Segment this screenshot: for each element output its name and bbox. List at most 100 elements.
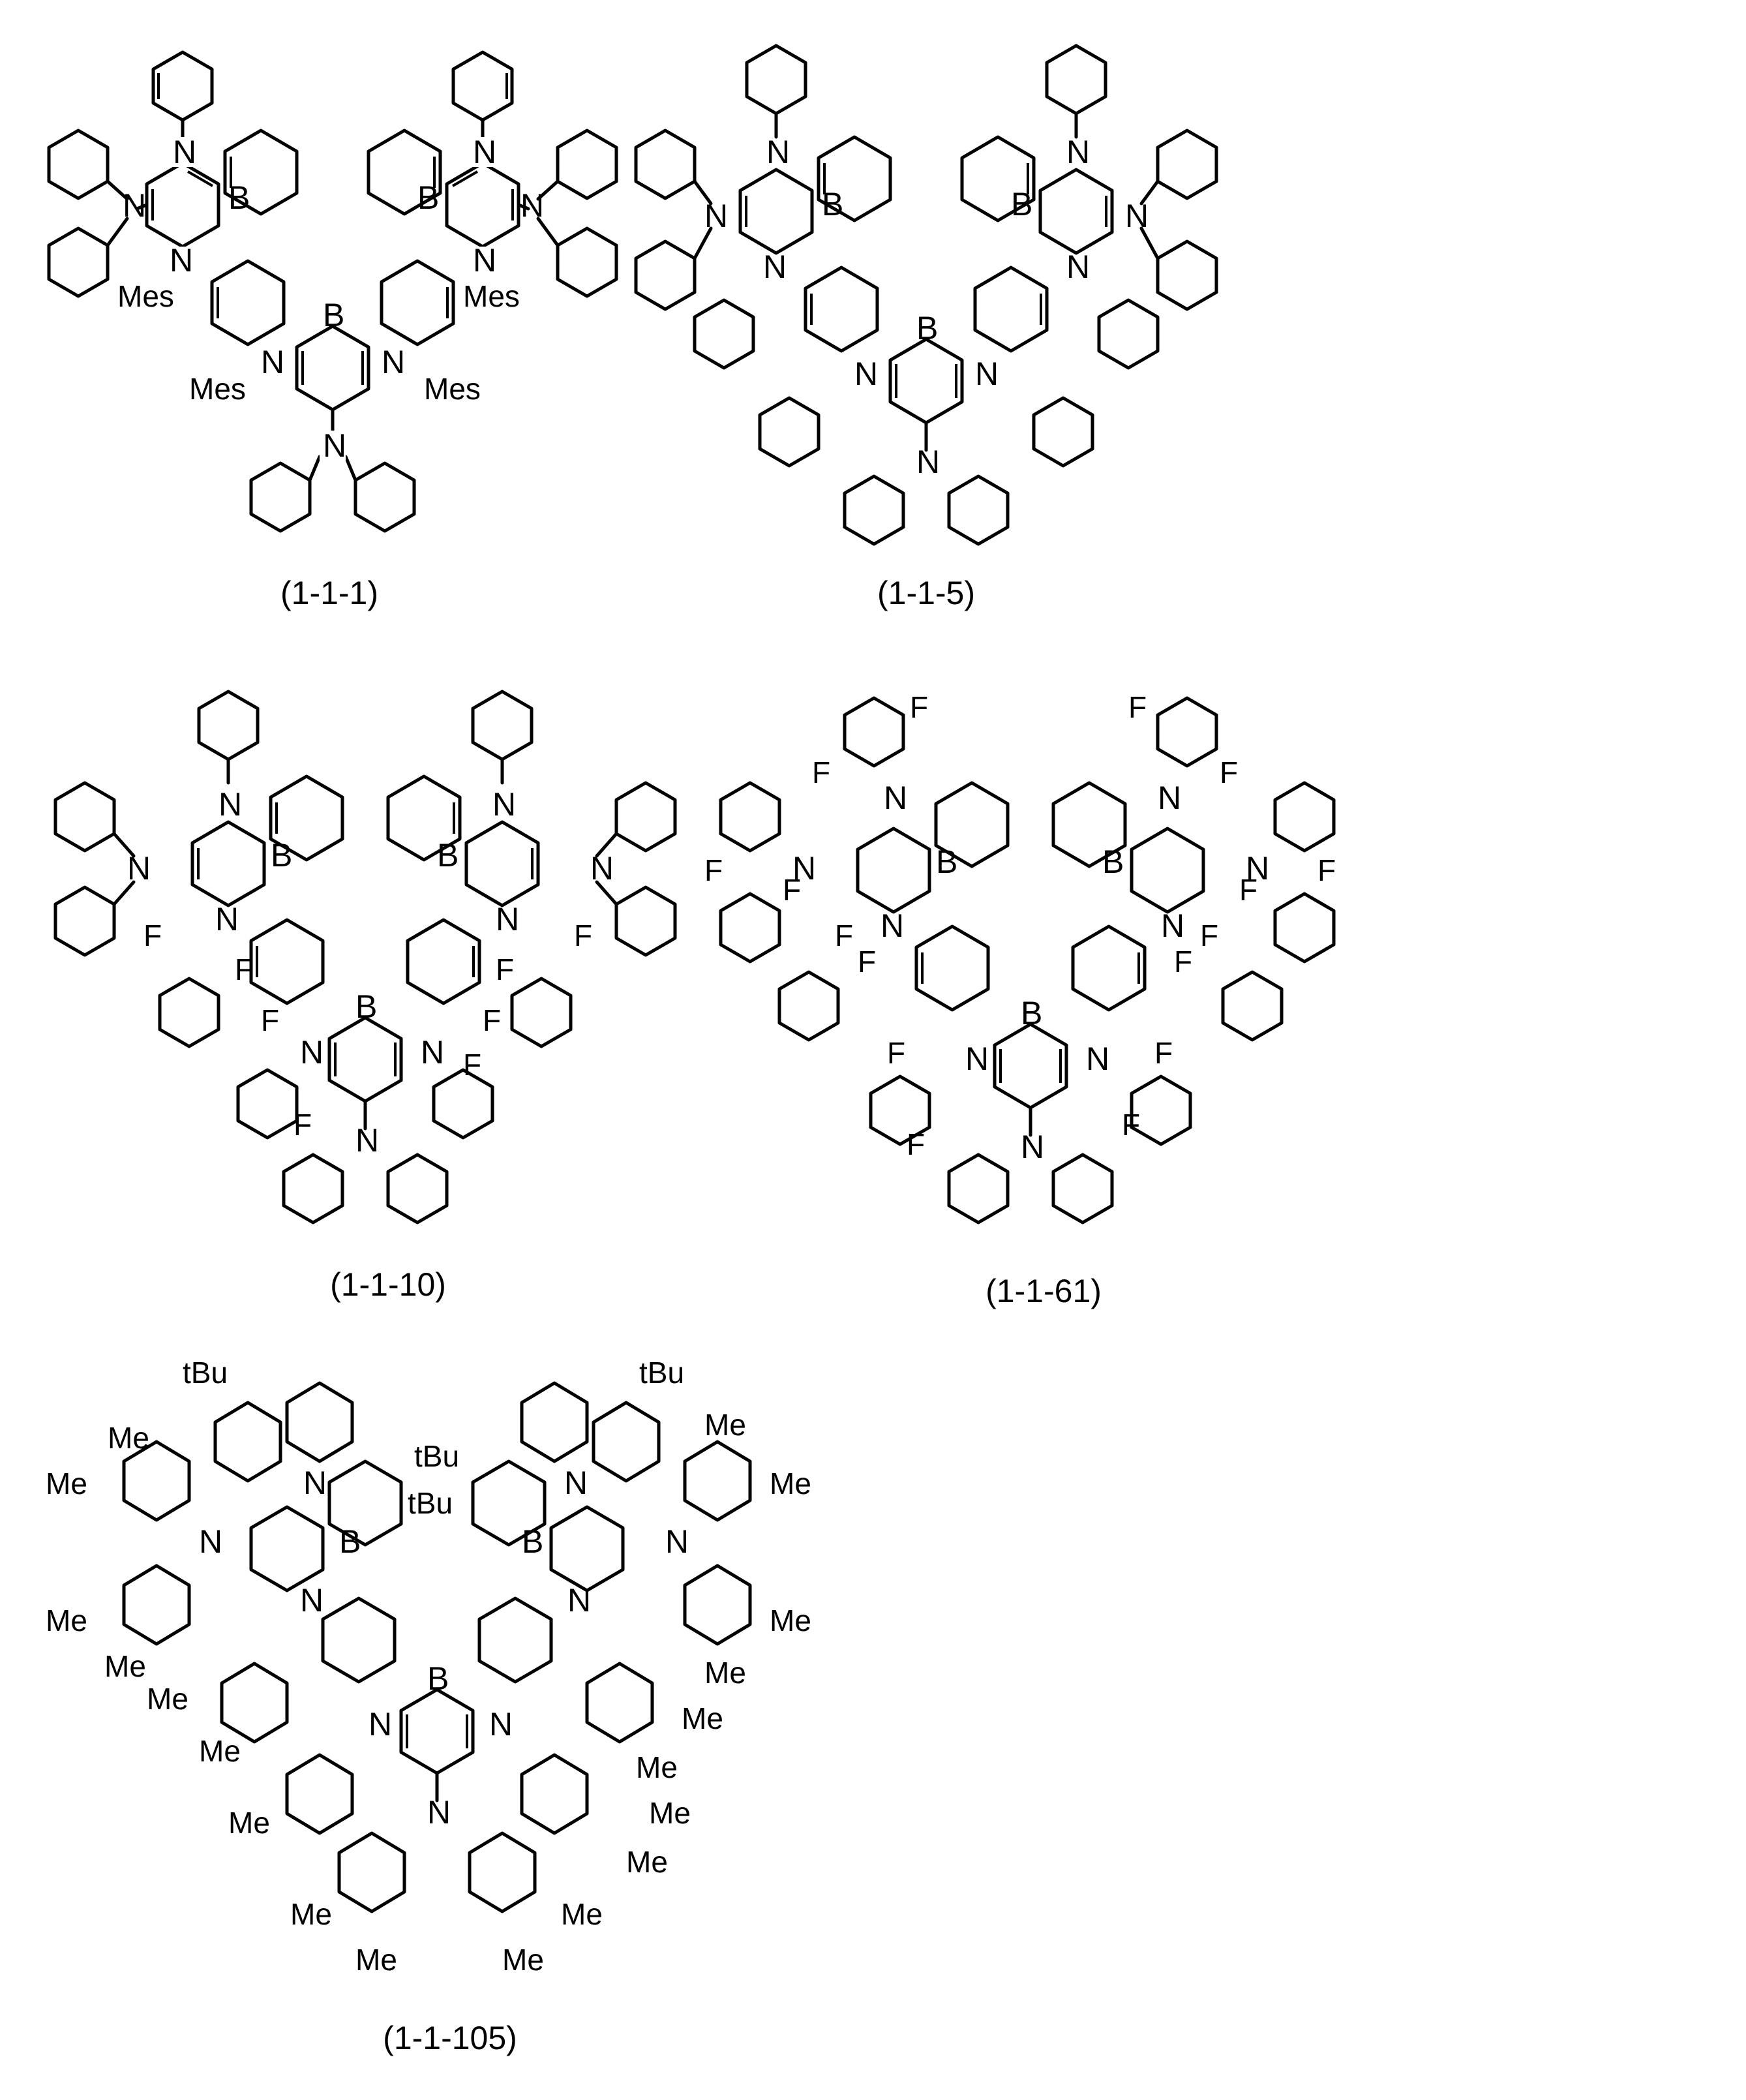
- atom-label-n: N: [496, 901, 519, 937]
- structure-1-1-5: N N N N B B B N N N N N: [626, 33, 1226, 541]
- substituent-f: F: [887, 1036, 905, 1070]
- atom-label-n: N: [492, 786, 516, 823]
- substituent-me: Me: [46, 1467, 87, 1500]
- atom-label-n: N: [489, 1706, 513, 1742]
- atom-label-n: N: [427, 1794, 451, 1831]
- structure-1-1-61-drawing: N N N N B B B N N N N N F F F F F F F F …: [704, 685, 1350, 1220]
- atom-label-n: N: [303, 1465, 327, 1501]
- substituent-f: F: [1154, 1036, 1173, 1070]
- right-mid-ring: [382, 261, 453, 344]
- atom-label-b: B: [271, 837, 292, 874]
- substituent-me: Me: [108, 1421, 149, 1455]
- right-upper-ring: [447, 163, 519, 247]
- substituent-me: Me: [199, 1734, 241, 1768]
- atom-label-n: N: [766, 134, 790, 170]
- structure-1-1-1: N N N N N B B B N N N N Mes Mes Mes Mes: [39, 39, 626, 535]
- substituent-tbu: tBu: [639, 1356, 684, 1390]
- structure-1-1-10-drawing: N N N N B B B N N N N N F F F F F F F F: [39, 678, 704, 1220]
- substituent-f: F: [1239, 873, 1257, 907]
- atom-label-n: N: [473, 134, 496, 170]
- substituent-me: Me: [682, 1701, 723, 1735]
- substituent-f: F: [294, 1108, 312, 1142]
- atom-label-n: N: [300, 1582, 324, 1619]
- left-upper-ring: [147, 163, 218, 247]
- compound-caption: (1-1-10): [160, 1266, 616, 1303]
- atom-label-n: N: [1086, 1041, 1109, 1077]
- atom-label-b: B: [1021, 995, 1042, 1031]
- substituent-me: Me: [704, 1656, 746, 1690]
- atom-label-n: N: [323, 427, 346, 464]
- atom-label-n: N: [421, 1034, 444, 1071]
- substituent-me: Me: [355, 1943, 397, 1977]
- substituent-f: F: [783, 873, 801, 907]
- atom-label-n: N: [881, 907, 904, 944]
- substituent-me: Me: [770, 1467, 811, 1500]
- substituent-me: Me: [228, 1806, 270, 1840]
- atom-label-n: N: [1125, 198, 1149, 234]
- substituent-f: F: [1317, 853, 1336, 887]
- atom-label-b: B: [339, 1523, 361, 1560]
- substituent-f: F: [1128, 690, 1147, 724]
- substituent-f: F: [261, 1003, 279, 1037]
- substituent-me: Me: [636, 1750, 678, 1784]
- structure-1-1-61: N N N N B B B N N N N N F F F F F F F F …: [704, 685, 1350, 1220]
- atom-label-n: N: [1161, 907, 1184, 944]
- atom-label-n: N: [218, 786, 242, 823]
- substituent-f: F: [574, 919, 592, 952]
- substituent-f: F: [1200, 919, 1218, 952]
- atom-label-n: N: [590, 850, 614, 887]
- atom-label-b: B: [427, 1660, 449, 1697]
- atom-label-n: N: [473, 242, 496, 279]
- substituent-f: F: [812, 755, 830, 789]
- substituent-f: F: [483, 1003, 501, 1037]
- substituent-mes: Mes: [424, 372, 481, 406]
- substituent-me: Me: [649, 1796, 691, 1830]
- atom-label-b: B: [228, 179, 250, 216]
- atom-label-n: N: [123, 187, 146, 224]
- atom-label-n: N: [1021, 1129, 1044, 1165]
- substituent-f: F: [143, 919, 162, 952]
- atom-label-n: N: [173, 134, 196, 170]
- substituent-f: F: [1174, 945, 1192, 979]
- atom-label-n: N: [127, 850, 151, 887]
- substituent-me: Me: [147, 1682, 188, 1716]
- substituent-me: Me: [770, 1604, 811, 1637]
- atom-label-n: N: [355, 1122, 379, 1159]
- substituent-tbu: tBu: [414, 1439, 459, 1473]
- compound-caption: (1-1-5): [698, 574, 1154, 612]
- atom-label-n: N: [965, 1041, 989, 1077]
- atom-label-n: N: [665, 1523, 689, 1560]
- substituent-me: Me: [561, 1897, 603, 1931]
- atom-label-n: N: [975, 356, 999, 392]
- atom-label-n: N: [1066, 249, 1090, 285]
- substituent-f: F: [907, 1127, 925, 1161]
- substituent-f: F: [463, 1048, 481, 1082]
- left-mid-ring: [212, 261, 284, 344]
- substituent-tbu: tBu: [183, 1356, 228, 1390]
- compound-caption: (1-1-1): [101, 574, 558, 612]
- atom-label-b: B: [1102, 844, 1124, 880]
- atom-label-n: N: [382, 344, 405, 380]
- top-left-phenyl: [153, 52, 212, 140]
- atom-label-n: N: [884, 780, 907, 816]
- substituent-mes: Mes: [189, 372, 246, 406]
- structure-1-1-10: N N N N B B B N N N N N F F F F F F F F: [39, 678, 704, 1220]
- atom-label-b: B: [323, 297, 344, 333]
- atom-label-n: N: [916, 444, 940, 480]
- substituent-mes: Mes: [463, 279, 520, 313]
- atom-label-n: N: [170, 242, 193, 279]
- compound-caption: (1-1-61): [815, 1272, 1272, 1310]
- atom-label-b: B: [437, 837, 459, 874]
- atom-label-n: N: [369, 1706, 392, 1742]
- atom-label-n: N: [1066, 134, 1090, 170]
- atom-label-b: B: [522, 1523, 543, 1560]
- substituent-f: F: [858, 945, 876, 979]
- substituent-me: Me: [104, 1649, 146, 1683]
- atom-label-b: B: [1011, 186, 1032, 222]
- atom-label-n: N: [215, 901, 239, 937]
- substituent-me: Me: [502, 1943, 544, 1977]
- substituent-mes: Mes: [117, 279, 174, 313]
- substituent-me: Me: [626, 1845, 668, 1879]
- atom-label-n: N: [854, 356, 878, 392]
- structure-1-1-5-drawing: N N N N B B B N N N N N: [626, 33, 1226, 541]
